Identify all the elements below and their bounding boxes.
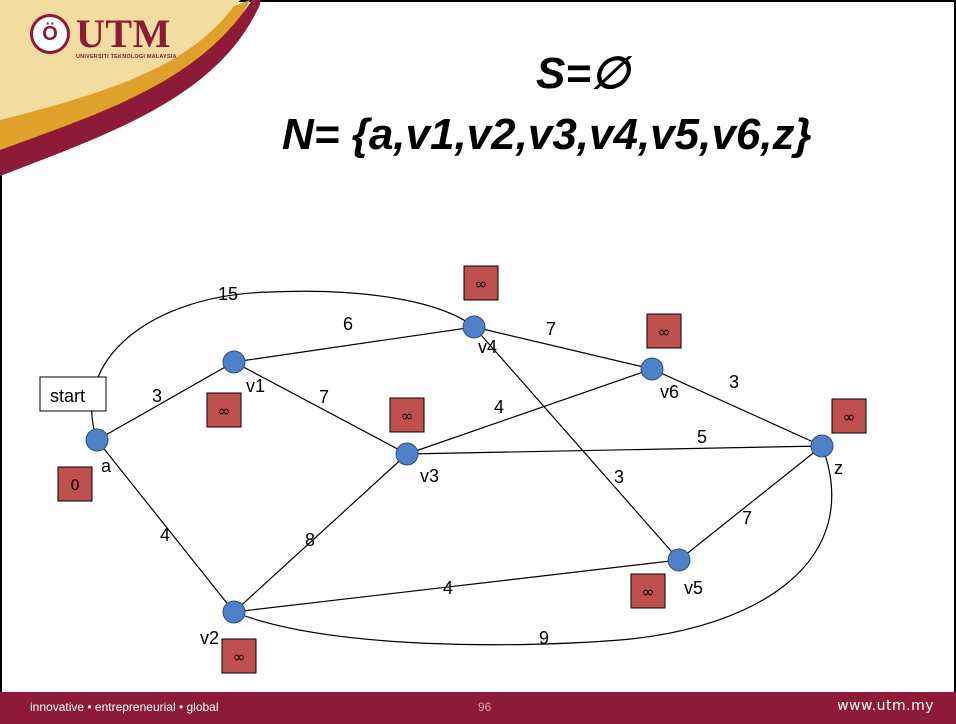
footer-website[interactable]: www.utm.my [837,698,934,714]
edge-v6-z [651,368,823,447]
dist-box-v5 [630,573,666,609]
start-box [39,376,107,412]
edge-a-v4 [91,290,475,441]
weight-v2-v3: 8 [305,530,315,550]
node-v3 [395,442,419,466]
utm-logo: Ö UTM UNIVERSITI TEKNOLOGI MALAYSIA [30,11,190,62]
dist-box-a [57,466,93,502]
weight-v6-z: 3 [729,372,739,392]
weight-v4-v5: 3 [614,467,624,487]
dist-value-v3: ∞ [401,407,414,425]
node-v5 [667,548,691,572]
weight-v1-v4: 6 [343,314,353,334]
weight-a-v4: 15 [218,284,238,304]
edge-v2-z [233,445,833,646]
edge-v4-v5 [473,326,680,561]
start-label: start [50,386,85,406]
edge-v1-v4 [233,326,475,363]
edge-v2-v3 [233,453,408,613]
edge-v3-z [406,445,823,455]
weight-v2-z: 9 [539,628,549,648]
edge-v1-v3 [233,361,408,455]
footer-tagline: innovative • entrepreneurial • global [30,700,219,714]
node-v4 [462,315,486,339]
dist-value-v4: ∞ [475,275,488,293]
weight-v4-v6: 7 [546,319,556,339]
node-label-v4: v4 [478,337,497,357]
node-v1 [222,350,246,374]
dist-box-v4 [463,265,499,301]
edge-v4-v6 [473,326,653,370]
logo-wordmark: UTM [76,11,171,56]
dist-value-a: 0 [70,476,80,494]
footer-bar: innovative • entrepreneurial • global 96… [0,692,956,724]
weight-v3-z: 5 [697,427,707,447]
node-v2 [222,600,246,624]
node-label-v2: v2 [200,628,219,648]
node-label-v1: v1 [246,376,265,396]
edge-a-v2 [96,439,235,613]
dist-box-v3 [389,397,425,433]
node-label-a: a [101,456,112,476]
weight-v5-z: 7 [742,508,752,528]
dist-box-z [831,398,867,434]
dist-value-v6: ∞ [658,323,671,341]
dist-value-v2: ∞ [233,648,246,666]
edge-v3-v6 [406,368,653,455]
logo-subtitle: UNIVERSITI TEKNOLOGI MALAYSIA [76,54,177,60]
node-label-v6: v6 [660,382,679,402]
dist-box-v6 [646,313,682,349]
edge-v2-v5 [233,559,680,613]
weight-v3-v6: 4 [494,397,504,417]
weight-a-v1: 3 [152,386,162,406]
title-line-2: N= {a,v1,v2,v3,v4,v5,v6,z} [282,110,812,159]
dist-value-z: ∞ [843,408,856,426]
node-label-z: z [834,458,843,478]
title-line-1: S=∅ [536,49,630,98]
dist-box-v2 [221,638,257,674]
utm-crest-icon: Ö [30,14,70,54]
weight-v2-v5: 4 [443,578,453,598]
weight-a-v2: 4 [160,525,170,545]
weight-v1-v3: 7 [319,387,329,407]
edge-v5-z [678,445,823,561]
dist-box-v1 [206,392,242,428]
node-v6 [640,357,664,381]
page-number: 96 [478,700,492,714]
edge-a-v1 [96,361,235,441]
node-a [85,428,109,452]
node-label-v3: v3 [420,466,439,486]
dist-value-v5: ∞ [642,583,655,601]
dist-value-v1: ∞ [218,402,231,420]
node-label-v5: v5 [684,578,703,598]
node-z [810,434,834,458]
